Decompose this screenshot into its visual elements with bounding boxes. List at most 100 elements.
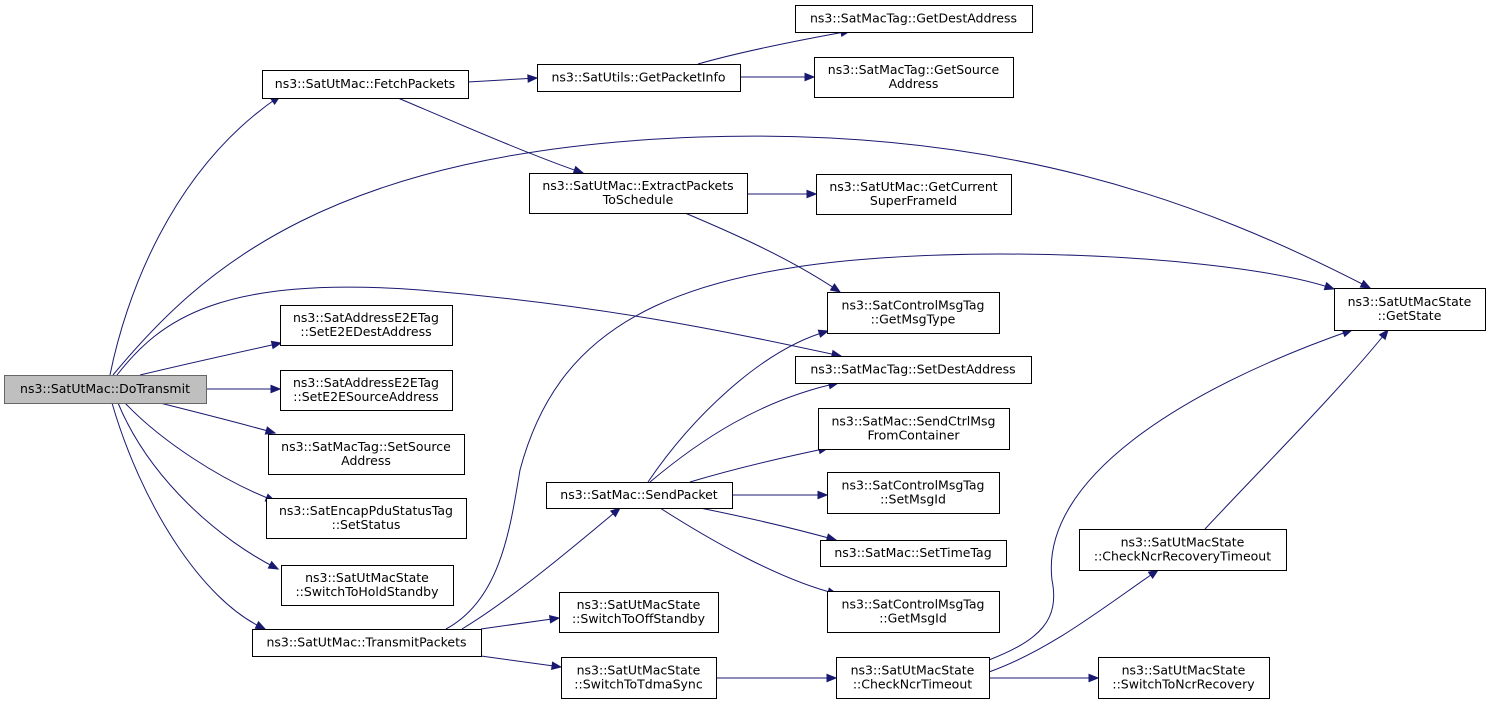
- node-switchtotdmasync[interactable]: ns3::SatUtMacState::SwitchToTdmaSync: [561, 657, 717, 699]
- node-switchtoncrrecovery[interactable]: ns3::SatUtMacState::SwitchToNcrRecovery: [1098, 657, 1270, 699]
- node-transmitpackets[interactable]: ns3::SatUtMac::TransmitPackets: [252, 629, 482, 657]
- node-label: ns3::SatUtMac::TransmitPackets: [266, 635, 466, 650]
- edge-dotransmit-to-sete2edest: [139, 340, 283, 376]
- node-box: [262, 70, 469, 99]
- node-label: SuperFrameId: [870, 193, 957, 208]
- node-label: ns3::SatUtMacState: [1348, 294, 1472, 309]
- edge-arrowhead: [1378, 328, 1389, 341]
- node-label: ns3::SatUtMac::ExtractPackets: [542, 178, 733, 193]
- node-label: ::SwitchToTdmaSync: [574, 677, 703, 692]
- edge-checkncrtimeout-to-getstate: [988, 329, 1354, 661]
- node-getstate[interactable]: ns3::SatUtMacState::GetState: [1334, 288, 1486, 331]
- edge-line: [139, 342, 282, 376]
- node-setdestaddress[interactable]: ns3::SatMacTag::SetDestAddress: [795, 356, 1032, 384]
- edge-arrowhead: [550, 661, 563, 671]
- node-box: [561, 657, 717, 699]
- edge-sendpacket-to-getmsgid: [659, 507, 839, 596]
- node-fetchpackets[interactable]: ns3::SatUtMac::FetchPackets: [262, 70, 469, 99]
- node-label: ns3::SatUtMacState: [577, 597, 701, 612]
- node-box: [827, 472, 1000, 514]
- node-label: ns3::SatMacTag::GetDestAddress: [810, 11, 1017, 26]
- edge-line: [467, 77, 538, 83]
- node-label: ::CheckNcrRecoveryTimeout: [1094, 549, 1271, 564]
- edge-line: [684, 212, 841, 293]
- node-checkncrrecoverytimeout[interactable]: ns3::SatUtMacState::CheckNcrRecoveryTime…: [1079, 529, 1287, 571]
- edge-line: [397, 97, 584, 174]
- node-box: [280, 370, 453, 411]
- node-box: [836, 657, 990, 699]
- edge-arrowhead: [548, 615, 561, 624]
- node-label: ns3::SatMac::SendPacket: [560, 487, 718, 502]
- edge-arrowhead: [806, 189, 818, 199]
- edge-line: [699, 507, 837, 541]
- node-box: [1098, 657, 1270, 699]
- edge-line: [445, 253, 1335, 630]
- node-box: [795, 356, 1032, 384]
- node-dotransmit[interactable]: ns3::SatUtMac::DoTransmit: [4, 375, 207, 404]
- edge-getpacketinfo-to-getsourceaddress: [740, 72, 816, 82]
- edges-layer: [109, 28, 1389, 683]
- node-box: [559, 592, 719, 633]
- node-label: ns3::SatUtMac::DoTransmit: [20, 381, 190, 396]
- node-label: ::SetE2ESourceAddress: [293, 389, 438, 404]
- edge-arrowhead: [804, 72, 816, 82]
- node-label: ::SwitchToHoldStandby: [295, 584, 439, 599]
- node-getdestaddress[interactable]: ns3::SatMacTag::GetDestAddress: [795, 5, 1033, 33]
- node-getmsgid[interactable]: ns3::SatControlMsgTag::GetMsgId: [827, 591, 1000, 633]
- edge-arrowhead: [270, 384, 282, 394]
- edge-fetchpackets-to-extractpackets: [397, 97, 585, 174]
- node-setstatus[interactable]: ns3::SatEncapPduStatusTag::SetStatus: [266, 498, 467, 539]
- edge-checkncrtimeout-to-switchtoncrrecovery: [989, 673, 1100, 683]
- node-checkncrtimeout[interactable]: ns3::SatUtMacState::CheckNcrTimeout: [836, 657, 990, 699]
- node-label: ns3::SatUtils::GetPacketInfo: [551, 70, 725, 85]
- node-getpacketinfo[interactable]: ns3::SatUtils::GetPacketInfo: [537, 64, 741, 92]
- edge-dotransmit-to-setstatus: [124, 402, 277, 502]
- node-box: [537, 64, 741, 92]
- node-box: [268, 434, 465, 475]
- node-getmsgtype[interactable]: ns3::SatControlMsgTag::GetMsgType: [827, 292, 1000, 334]
- node-label: ns3::SatEncapPduStatusTag: [279, 503, 453, 518]
- edge-dotransmit-to-setsourceaddress: [159, 402, 277, 435]
- edge-arrowhead: [826, 673, 838, 683]
- node-label: FromContainer: [867, 428, 960, 443]
- node-setmsgid[interactable]: ns3::SatControlMsgTag::SetMsgId: [827, 472, 1000, 514]
- node-box: [1334, 288, 1486, 331]
- node-label: ns3::SatMacTag::GetSource: [828, 62, 1000, 77]
- node-box: [820, 540, 1007, 567]
- node-settimetag[interactable]: ns3::SatMac::SetTimeTag: [820, 540, 1007, 567]
- edge-dotransmit-to-transmitpackets: [111, 402, 267, 630]
- node-label: Address: [341, 453, 391, 468]
- node-label: ns3::SatMacTag::SetSource: [281, 439, 451, 454]
- edge-extractpackets-to-getmsgtype: [684, 212, 842, 293]
- edge-arrowhead: [829, 283, 842, 293]
- node-label: ns3::SatUtMacState: [851, 663, 975, 678]
- edge-dotransmit-to-sete2esource: [206, 384, 282, 394]
- node-switchtooffstandby[interactable]: ns3::SatUtMacState::SwitchToOffStandby: [559, 592, 719, 633]
- node-box: [280, 305, 453, 346]
- edge-line: [689, 447, 829, 483]
- node-box: [795, 5, 1033, 33]
- edge-transmitpackets-to-switchtotdmasync: [480, 655, 563, 671]
- node-sete2esource[interactable]: ns3::SatAddressE2ETag::SetE2ESourceAddre…: [280, 370, 453, 411]
- node-sendpacket[interactable]: ns3::SatMac::SendPacket: [546, 482, 733, 509]
- node-sete2edest[interactable]: ns3::SatAddressE2ETag::SetE2EDestAddress: [280, 305, 453, 346]
- edge-arrowhead: [254, 620, 267, 630]
- edge-line: [117, 402, 279, 570]
- node-switchtoholdstandby[interactable]: ns3::SatUtMacState::SwitchToHoldStandby: [281, 565, 454, 606]
- edge-arrowhead: [1359, 279, 1372, 289]
- edge-dotransmit-to-switchtoholdstandby: [117, 402, 280, 570]
- edge-line: [649, 382, 839, 483]
- edge-line: [112, 135, 1371, 376]
- node-label: ns3::SatMac::SetTimeTag: [834, 545, 991, 560]
- edge-arrowhead: [270, 340, 283, 350]
- node-label: ns3::SatMac::SendCtrlMsg: [831, 414, 995, 429]
- edge-arrowhead: [527, 74, 539, 83]
- node-label: ns3::SatControlMsgTag: [842, 478, 985, 493]
- node-label: ns3::SatControlMsgTag: [842, 298, 985, 313]
- edge-line: [659, 507, 838, 595]
